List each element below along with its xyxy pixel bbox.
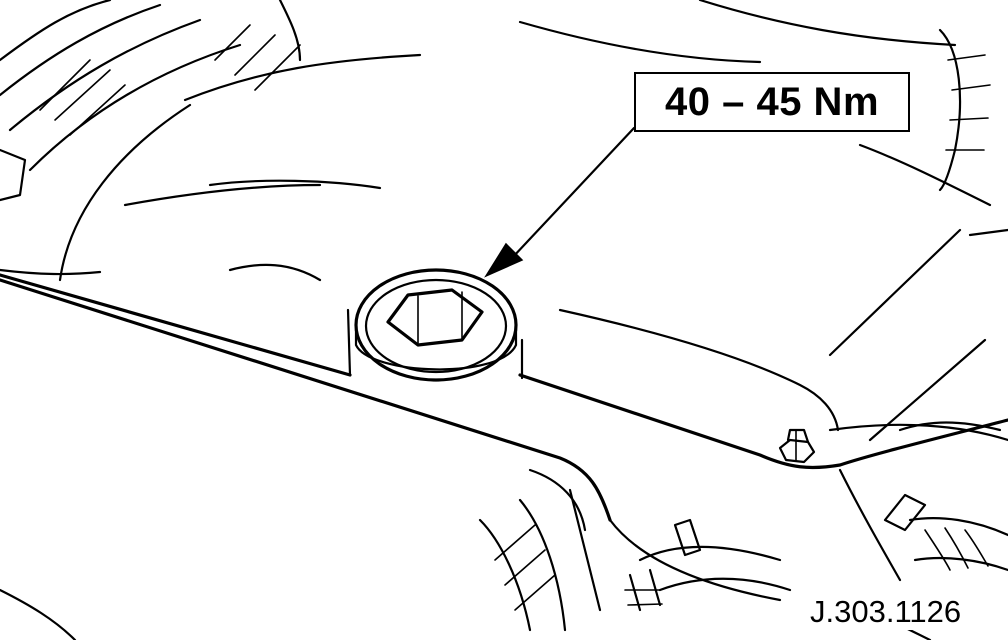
hex-bolt-icon bbox=[778, 428, 816, 464]
lower-left-fins bbox=[0, 488, 602, 640]
upper-left-fins bbox=[0, 0, 422, 282]
main-housing bbox=[0, 273, 1008, 602]
figure-reference-code: J.303.1126 bbox=[808, 594, 964, 630]
torque-spec-callout: 40 – 45 Nm bbox=[634, 72, 910, 132]
upper-right-cover bbox=[518, 0, 1008, 442]
leader-arrow-icon bbox=[484, 126, 636, 278]
hex-socket-plug-icon bbox=[354, 268, 518, 382]
